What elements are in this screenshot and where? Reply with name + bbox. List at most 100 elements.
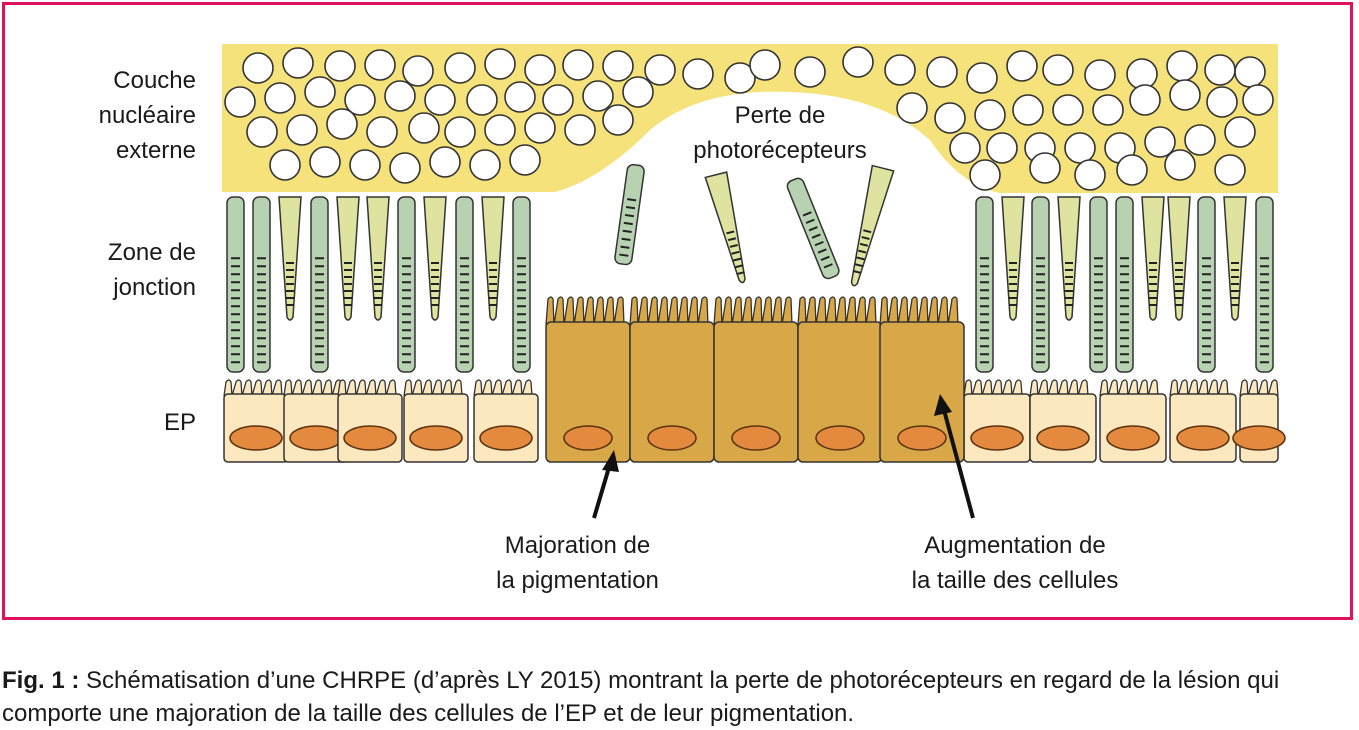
cone-disc bbox=[856, 256, 865, 261]
nucleus bbox=[602, 50, 634, 82]
nucleus bbox=[969, 159, 1001, 191]
cone-cell bbox=[704, 171, 746, 284]
nucleus bbox=[524, 54, 556, 86]
arrow-cell-size bbox=[942, 409, 975, 519]
cone-outer-segment bbox=[1223, 196, 1247, 321]
cone-outer-segment bbox=[1141, 196, 1165, 321]
nucleus bbox=[896, 92, 928, 124]
cone-disc bbox=[727, 237, 737, 242]
rod-outer-segment bbox=[512, 196, 531, 373]
nucleus bbox=[794, 56, 826, 88]
lesion-nucleus bbox=[563, 425, 613, 451]
ep-nucleus bbox=[409, 425, 463, 451]
label-junction-zone: Zone de jonction bbox=[107, 239, 196, 301]
cone-cell bbox=[423, 196, 447, 321]
nucleus bbox=[309, 146, 341, 178]
ep-nucleus bbox=[1232, 425, 1286, 451]
cone-cell bbox=[1223, 196, 1247, 321]
cone-outer-segment bbox=[850, 164, 895, 287]
rod-outer-segment bbox=[455, 196, 474, 373]
nucleus bbox=[1166, 50, 1198, 82]
ep-nucleus bbox=[1176, 425, 1230, 451]
nucleus bbox=[1242, 84, 1274, 116]
rod-disc bbox=[623, 221, 633, 226]
caption-text: Schématisation d’une CHRPE (d’après LY 2… bbox=[2, 667, 1280, 727]
rod-outer-segment bbox=[1255, 196, 1274, 373]
nucleus bbox=[1006, 50, 1038, 82]
nucleus bbox=[484, 114, 516, 146]
nucleus bbox=[424, 84, 456, 116]
nucleus bbox=[286, 114, 318, 146]
cone-disc bbox=[861, 236, 870, 240]
cone-cell bbox=[1141, 196, 1165, 321]
arrow-pigmentation-head bbox=[602, 450, 619, 472]
rod-cell bbox=[252, 196, 271, 373]
microvilli bbox=[713, 296, 798, 326]
ep-nucleus bbox=[1036, 425, 1090, 451]
nucleus bbox=[884, 54, 916, 86]
nucleus bbox=[402, 55, 434, 87]
cone-disc bbox=[731, 250, 740, 255]
nucleus bbox=[1052, 94, 1084, 126]
rod-outer-segment bbox=[226, 196, 245, 373]
nucleus bbox=[484, 48, 516, 80]
nucleus bbox=[966, 62, 998, 94]
cone-outer-segment bbox=[1167, 196, 1191, 321]
rod-disc bbox=[620, 245, 630, 249]
microvilli bbox=[629, 296, 714, 326]
photoreceptors-group bbox=[226, 163, 1274, 373]
cone-disc bbox=[732, 257, 742, 262]
nucleus bbox=[1184, 124, 1216, 156]
lesion-nucleus bbox=[647, 425, 697, 451]
nucleus bbox=[842, 46, 874, 78]
cone-disc bbox=[736, 271, 745, 276]
nucleus bbox=[949, 132, 981, 164]
nucleus bbox=[542, 84, 574, 116]
cone-cell bbox=[336, 196, 360, 321]
rod-cell bbox=[614, 163, 645, 266]
rod-disc bbox=[817, 248, 827, 254]
microvilli bbox=[797, 296, 882, 326]
label-cell-size: Augmentation de la taille des cellules bbox=[911, 532, 1119, 594]
ep-nucleus bbox=[229, 425, 283, 451]
rod-cell bbox=[1115, 196, 1134, 373]
cone-outer-segment bbox=[1001, 196, 1025, 321]
nuclei-group bbox=[224, 46, 1274, 191]
ep-nucleus bbox=[479, 425, 533, 451]
nucleus bbox=[264, 82, 296, 114]
lesion-nucleus bbox=[731, 425, 781, 451]
rod-disc bbox=[622, 229, 632, 234]
rod-cell bbox=[1255, 196, 1274, 373]
nucleus bbox=[469, 149, 501, 181]
nucleus bbox=[622, 76, 654, 108]
rod-outer-segment bbox=[1115, 196, 1134, 373]
figure-caption: Fig. 1 : Schématisation d’une CHRPE (d’a… bbox=[2, 664, 1358, 730]
rod-cell bbox=[975, 196, 994, 373]
nucleus bbox=[1042, 54, 1074, 86]
rod-cell bbox=[455, 196, 474, 373]
label-outer-nuclear-layer: Couche nucléaire externe bbox=[98, 67, 196, 164]
cone-disc bbox=[854, 263, 863, 268]
nucleus bbox=[509, 144, 541, 176]
cone-outer-segment bbox=[423, 196, 447, 321]
nucleus bbox=[1064, 132, 1096, 164]
cone-outer-segment bbox=[1057, 196, 1081, 321]
ep-normal-cells bbox=[223, 379, 1286, 463]
ep-nucleus bbox=[343, 425, 397, 451]
rod-disc bbox=[820, 255, 830, 262]
nucleus bbox=[1164, 149, 1196, 181]
nucleus bbox=[444, 116, 476, 148]
rod-cell bbox=[786, 177, 840, 280]
rod-disc bbox=[624, 213, 634, 218]
nucleus bbox=[384, 80, 416, 112]
rod-cell bbox=[310, 196, 329, 373]
cone-disc bbox=[734, 264, 743, 269]
microvilli bbox=[545, 296, 630, 326]
nucleus bbox=[304, 76, 336, 108]
figure-frame bbox=[2, 2, 1353, 620]
nucleus bbox=[926, 56, 958, 88]
nucleus bbox=[429, 146, 461, 178]
cone-cell bbox=[1057, 196, 1081, 321]
label-ep: EP bbox=[163, 409, 196, 436]
cone-outer-segment bbox=[366, 196, 390, 321]
